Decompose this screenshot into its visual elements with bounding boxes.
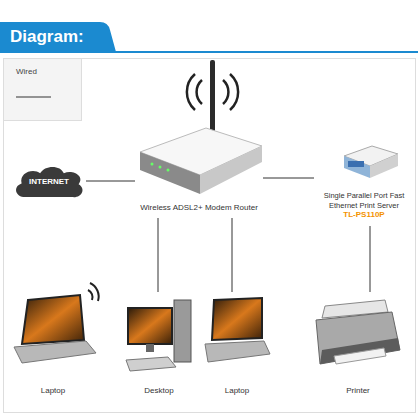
laptop-screen — [22, 295, 84, 344]
antenna — [210, 60, 215, 140]
router-front — [140, 152, 200, 194]
wifi-wave — [197, 80, 202, 104]
router-led — [167, 169, 170, 172]
node-label: Laptop — [225, 386, 249, 396]
node-label: Single Parallel Port Fast Ethernet Print… — [314, 191, 414, 210]
legend-line — [16, 97, 51, 98]
node-label: Laptop — [41, 386, 65, 396]
wired-connection — [263, 178, 314, 179]
desktop-node: Desktop — [118, 292, 200, 400]
wifi-wave — [90, 283, 99, 301]
wifi-wave — [223, 80, 228, 104]
print-server-port — [344, 156, 370, 178]
printer-front — [320, 338, 400, 364]
desktop-monitor — [128, 308, 172, 344]
keyboard — [126, 357, 176, 371]
diagram-title: Diagram: — [10, 27, 84, 47]
monitor-stand — [146, 344, 154, 352]
legend-text: Wired — [16, 67, 37, 76]
output-tray — [334, 348, 386, 364]
header-rule — [0, 51, 418, 53]
router-led — [159, 166, 162, 169]
wired-connection — [232, 218, 233, 292]
laptop-screen — [212, 298, 262, 340]
router-side — [200, 146, 262, 194]
legend-box — [4, 59, 82, 121]
parallel-port — [348, 161, 364, 167]
laptop-node: Laptop — [200, 292, 274, 400]
wired-connection — [370, 226, 371, 292]
cloud-outline — [16, 167, 82, 197]
laptop-base — [14, 341, 96, 363]
wifi-wave — [187, 74, 195, 110]
node-label: Printer — [346, 386, 370, 396]
node-label: INTERNET — [29, 177, 69, 187]
node-label: Desktop — [144, 386, 173, 396]
wifi-wave — [230, 74, 238, 110]
router-led — [151, 163, 154, 166]
wired-connection — [86, 181, 135, 182]
router-node: Wireless ADSL2+ Modem Router — [135, 80, 263, 218]
wired-connection — [158, 218, 159, 292]
model-number: TL-PS110P — [343, 210, 384, 222]
printer-node: Printer — [306, 292, 410, 400]
printer-body — [316, 312, 400, 364]
internet-cloud: INTERNET — [12, 164, 86, 200]
panel-frame — [4, 59, 416, 413]
header-tab — [0, 22, 116, 52]
print-server-node: Single Parallel Port Fast Ethernet Print… — [314, 140, 414, 226]
laptop-base — [205, 341, 270, 362]
print-server-side — [370, 154, 398, 178]
wifi-wave — [88, 290, 93, 300]
legend-line-sample — [15, 94, 55, 100]
desktop-tower — [174, 300, 191, 362]
node-label: Wireless ADSL2+ Modem Router — [140, 203, 258, 214]
laptop-node: Laptop — [8, 292, 98, 400]
